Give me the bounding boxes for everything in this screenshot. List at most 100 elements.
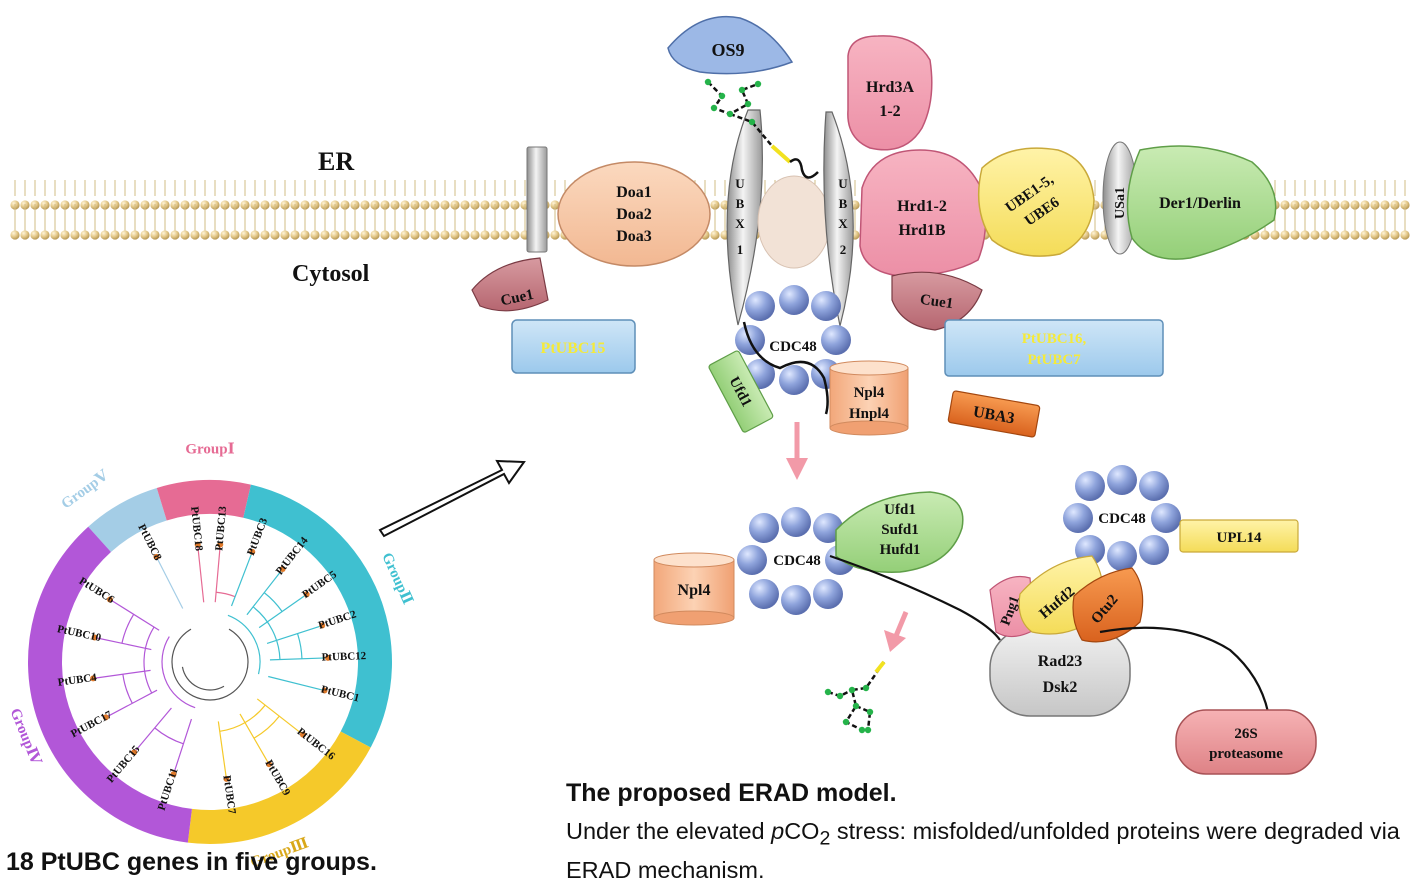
group1-sector <box>156 480 251 521</box>
glycan-chain-top <box>704 78 819 179</box>
caption-body-sub: 2 <box>819 827 831 850</box>
ptubc15-label: PtUBC15 <box>541 340 606 357</box>
link-arrow <box>378 459 526 538</box>
doa-label-3: Doa3 <box>616 228 652 245</box>
upl14-label: UPL14 <box>1217 530 1263 546</box>
der1-derlin: Der1/Derlin <box>1126 145 1277 260</box>
tree-leaf-branch <box>239 713 269 763</box>
usa1-label: USa1 <box>1113 187 1128 219</box>
tree-leaf-label: PtUBC12 <box>321 650 366 664</box>
doa-label-2: Doa2 <box>616 206 652 223</box>
caption-body-co: CO <box>784 818 820 844</box>
proteasome-label-2: proteasome <box>1209 746 1283 762</box>
substrate-chain-right <box>1099 626 1270 713</box>
rad23-dsk2: Rad23 Dsk2 <box>989 627 1131 717</box>
glycan-chain-released <box>824 660 886 734</box>
tree-leaf-branch <box>268 675 323 691</box>
tree-branch-arc <box>252 606 281 660</box>
tree-group-label-g2: GroupⅡ <box>378 550 415 607</box>
tree-leaf-node <box>217 541 224 548</box>
tree-branch-arc <box>143 626 155 694</box>
tree-leaf-node <box>102 714 109 721</box>
cdc48-mid-label: CDC48 <box>773 553 821 569</box>
tree-leaf-branch <box>258 594 306 629</box>
ptubc16-label-1: PtUBC16, <box>1022 331 1087 347</box>
ubx1-1: 1 <box>737 242 744 257</box>
ptubc16-label-2: PtUBC7 <box>1027 352 1081 368</box>
tree-leaf-branch <box>230 553 253 607</box>
ubx1-b: B <box>736 196 745 211</box>
hrd1-label-1: Hrd1-2 <box>897 198 947 215</box>
tree-caption: 18 PtUBC genes in five groups. <box>6 848 377 876</box>
tree-root-arc-inner <box>181 666 225 691</box>
ube-complex: UBE1-5, UBE6 <box>977 147 1095 257</box>
tree-leaf-node <box>249 548 256 555</box>
tree-leaf-label: PtUBC14 <box>274 534 311 577</box>
ubx1-u: U <box>735 176 745 191</box>
npl4-hnpl4-label-2: Hnpl4 <box>849 406 890 422</box>
model-caption-title: The proposed ERAD model. <box>566 779 897 807</box>
doa-label-1: Doa1 <box>616 184 652 201</box>
tree-leaf-label: PtUBC4 <box>57 671 98 688</box>
cdc48-right: CDC48 <box>1063 465 1181 571</box>
tree-leaf-node <box>319 622 326 629</box>
tree-leaf-label: PtUBC2 <box>317 608 358 632</box>
tree-leaf-label: PtUBC1 <box>320 683 361 704</box>
rad23-label-1: Rad23 <box>1038 653 1082 670</box>
tree-leaf-node <box>299 731 306 738</box>
os9: OS9 <box>667 15 794 75</box>
tree-leaf-branch <box>111 600 160 631</box>
ubx2-u: U <box>838 176 848 191</box>
ubx2-2: 2 <box>840 242 847 257</box>
tree-branch-arc <box>154 727 184 745</box>
tree-branch-arc <box>122 674 133 704</box>
cdc48-top-label: CDC48 <box>769 339 817 355</box>
cue1-right-label: Cue1 <box>919 292 954 312</box>
tree-leaf-node <box>153 553 160 560</box>
tree-leaf-branch <box>95 669 151 679</box>
os9-label: OS9 <box>711 40 744 60</box>
tree-leaf-node <box>321 687 328 694</box>
tree-leaf-branch <box>96 637 152 651</box>
flow-arrow-diag <box>884 611 909 652</box>
tree-leaf-label: PtUBC13 <box>213 505 229 551</box>
tree-leaf-node <box>324 654 331 661</box>
ufd1-complex-label-3: Hufd1 <box>880 542 921 558</box>
npl4-mid: Npl4 <box>653 552 735 626</box>
npl4-hnpl4-label-1: Npl4 <box>854 385 885 401</box>
tree-leaf-label: PtUBC8 <box>135 522 164 563</box>
tree-leaf-node <box>303 591 310 598</box>
tree-leaf-branch <box>173 718 193 773</box>
tree-leaf-label: PtUBC15 <box>105 743 143 785</box>
tree-branch-arc <box>121 613 135 644</box>
tree-branch-arc <box>296 633 303 659</box>
caption-body-post: stress: misfolded/unfolded proteins were… <box>566 818 1400 883</box>
tree-branch-arc <box>216 591 236 598</box>
cytosol-label: Cytosol <box>292 261 370 287</box>
ptubc16-box: PtUBC16, PtUBC7 <box>944 319 1164 377</box>
tree-leaf-branch <box>134 707 172 752</box>
tree-branch-arc <box>253 715 280 739</box>
tree-leaf-node <box>90 675 97 682</box>
tree-leaf-branch <box>217 721 227 777</box>
model-caption-body: Under the elevated pCO2 stress: misfolde… <box>566 816 1406 886</box>
tree-leaf-node <box>194 541 201 548</box>
rad23-label-2: Dsk2 <box>1043 679 1078 696</box>
ubx1: U B X 1 <box>726 109 763 326</box>
tree-group-label-g5: GroupⅤ <box>59 468 112 513</box>
cue1-left: Cue1 <box>471 257 549 312</box>
ufd1-sufd1-hufd1: Ufd1 Sufd1 Hufd1 <box>835 491 964 573</box>
ufd1-complex-label-2: Sufd1 <box>881 522 919 538</box>
tree-group-label-g1: GroupⅠ <box>185 441 234 457</box>
hrd3a-label-2: 1-2 <box>879 103 900 120</box>
tree-leaf-label: PtUBC16 <box>295 726 338 763</box>
membrane-anchor-bar <box>526 146 548 253</box>
ufd1-complex-label-1: Ufd1 <box>884 502 916 518</box>
group4-sector <box>28 526 192 843</box>
tree-leaf-branch <box>214 546 221 603</box>
uba3-label: UBA3 <box>972 403 1016 427</box>
hrd1-label-2: Hrd1B <box>898 222 945 239</box>
tree-root-arc <box>171 628 249 701</box>
